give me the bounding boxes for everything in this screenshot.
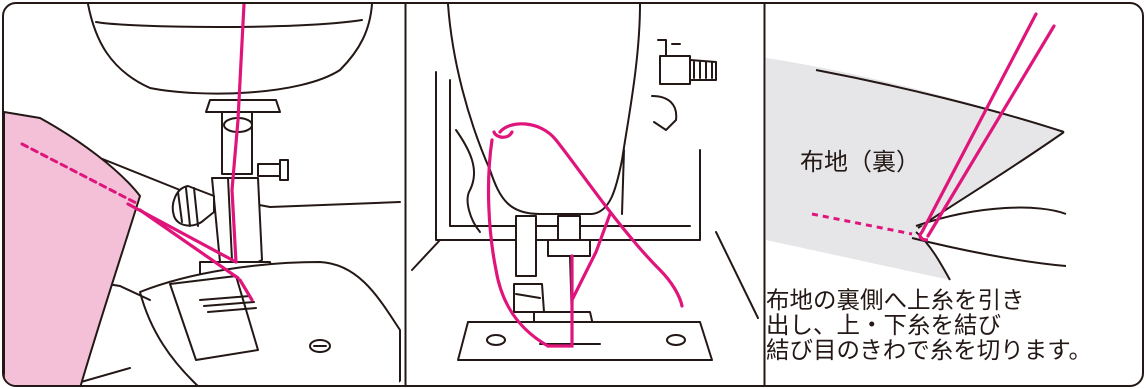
panel-1-illustration: [4, 4, 400, 388]
instruction-text: 布地の裏側へ上糸を引き 出し、上・下糸を結び 結び目のきわで糸を切ります。: [766, 288, 1092, 363]
machine-head: [88, 4, 372, 94]
machine-head-2: [448, 4, 640, 214]
instruction-line-2: 出し、上・下糸を結び: [766, 313, 1092, 338]
fabric-pink: [4, 112, 140, 388]
fabric-underside-label: 布地（裏）: [800, 142, 920, 177]
panel-2-illustration: [412, 4, 758, 360]
needle-plate: [140, 262, 400, 388]
needle-bar: [516, 216, 536, 276]
instruction-line-1: 布地の裏側へ上糸を引き: [766, 288, 1092, 313]
needle-plate-2: [458, 322, 712, 360]
tension-dial: [660, 56, 690, 84]
instruction-line-3: 結び目のきわで糸を切ります。: [766, 338, 1092, 363]
